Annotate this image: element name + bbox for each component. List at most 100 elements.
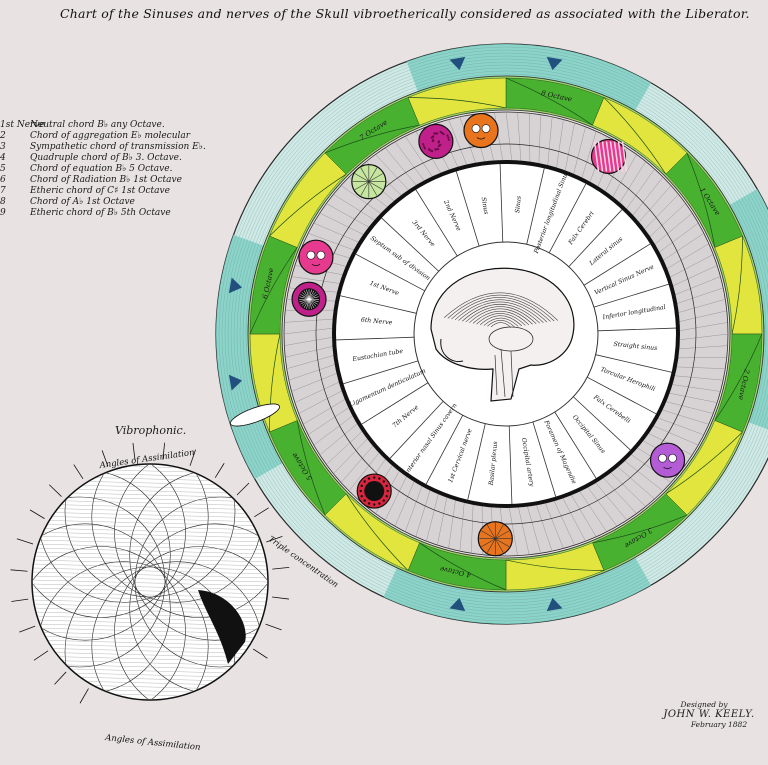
hatch-line [578, 489, 607, 532]
disc-ray [487, 538, 496, 553]
legend-text: Chord of A♭ 1st Octave [30, 197, 135, 207]
hatch-line [670, 384, 721, 392]
brain-fold [490, 322, 512, 328]
vibrophonic-arc [114, 546, 267, 699]
signature-name: JOHN W. KEELY. [663, 709, 755, 720]
disc-dot [382, 480, 385, 483]
legend-text: Chord of equation B♭ 5 Octave. [30, 164, 173, 174]
hatch-line [313, 414, 355, 446]
brain-fold [487, 320, 515, 328]
disc-dot [447, 136, 450, 139]
disc-ray [299, 299, 310, 303]
hatch-line [677, 322, 728, 332]
hatch-line [284, 336, 335, 346]
braid-line [603, 97, 667, 175]
outer-ring-line [245, 73, 767, 595]
wheel-spoke [381, 217, 439, 272]
wheel-label: 6th Nerve [361, 317, 393, 327]
wheel-spoke [548, 183, 587, 253]
disc-dot [382, 499, 385, 502]
hatch-line [333, 194, 377, 222]
disc-body [463, 112, 499, 149]
disc-body [649, 442, 686, 478]
hatch-line [675, 287, 724, 305]
disc-eye [471, 124, 481, 133]
braid-line [324, 124, 420, 154]
magenta-dots-disc [418, 123, 454, 159]
disc-dot [367, 502, 371, 505]
legend-text: Neutral chord B♭ any Octave. [30, 120, 165, 130]
hatch-line [394, 141, 426, 183]
red-dotted-disc [356, 473, 392, 509]
vibrophonic-hatch [33, 543, 267, 551]
hatch-line [448, 498, 456, 549]
brain-fold [476, 313, 526, 326]
legend-row: 8 Chord of A♭ 1st Octave [0, 197, 200, 208]
signature: Designed by JOHN W. KEELY. February 1882 [650, 700, 768, 729]
legend-key: 1st Nerve [0, 120, 45, 130]
cerebellum [488, 326, 534, 352]
brain-fold [479, 315, 523, 327]
legend-key: 8 [0, 197, 6, 207]
vibrophonic-hatch [33, 567, 267, 575]
assimilation-arrow [162, 442, 166, 460]
disc-dot [427, 148, 431, 151]
vibrophonic-hatch [33, 659, 267, 667]
hatch-line [298, 389, 344, 414]
outer-ring-line [236, 64, 768, 604]
hatch-line [471, 502, 474, 554]
vibrophonic-dark-crescent [198, 590, 246, 664]
vibrophonic-arc [134, 496, 267, 668]
disc-ray [306, 289, 310, 300]
hatch-line [673, 276, 721, 296]
vibrophonic-hatch [33, 583, 267, 591]
wheel-spoke [499, 164, 504, 243]
vibrophonic-hatch [33, 515, 267, 523]
vibrophonic-hatch [33, 587, 267, 595]
hatch-line [308, 233, 356, 251]
assimilation-arrow [252, 648, 268, 659]
assimilation-arrow [254, 507, 269, 518]
wheel-label: Sinus [514, 196, 523, 214]
hatch-line [535, 503, 553, 552]
disc-ray [360, 167, 370, 182]
brain-fold [461, 303, 541, 324]
hatch-line [308, 406, 351, 435]
hatch-line [668, 254, 714, 279]
disc-dot [363, 480, 366, 483]
outer-teal-sector [383, 557, 651, 625]
wheel-label: Sinus [480, 197, 490, 215]
assimilation-arrow [132, 442, 136, 460]
vibrophonic-hatch [33, 551, 267, 559]
disc-body [418, 123, 454, 159]
face-profile [440, 338, 464, 363]
disc-eye [668, 453, 677, 463]
vibrophonic-hatch [33, 507, 267, 515]
outer-ring-line [227, 55, 768, 613]
disc-ray [354, 181, 369, 190]
signature-designed-by: Designed by [680, 700, 728, 709]
disc-dot [431, 150, 434, 153]
hatch-line [631, 176, 664, 217]
outer-ring-line [230, 58, 768, 610]
disc-ray [308, 292, 317, 300]
spine-lines [494, 348, 514, 398]
vibrophonic-hatch [33, 547, 267, 555]
legend-key: 3 [0, 142, 6, 152]
wheel-spoke [361, 382, 429, 425]
vibrophonic-hatch [33, 535, 267, 543]
disc-mark [476, 137, 486, 140]
hatch-line [677, 345, 728, 350]
assimilation-arrow [266, 536, 283, 543]
brain-fold [483, 317, 519, 327]
disc-ray [308, 289, 312, 300]
legend-row: 1st NerveNeutral chord B♭ any Octave. [0, 120, 200, 131]
outer-teal-sector [215, 234, 283, 479]
vibrophonic-hatch [33, 539, 267, 547]
hatch-line [629, 453, 672, 483]
disc-ray [368, 173, 383, 182]
braid-line [345, 493, 409, 571]
vibrophonic-hatch [33, 591, 267, 599]
